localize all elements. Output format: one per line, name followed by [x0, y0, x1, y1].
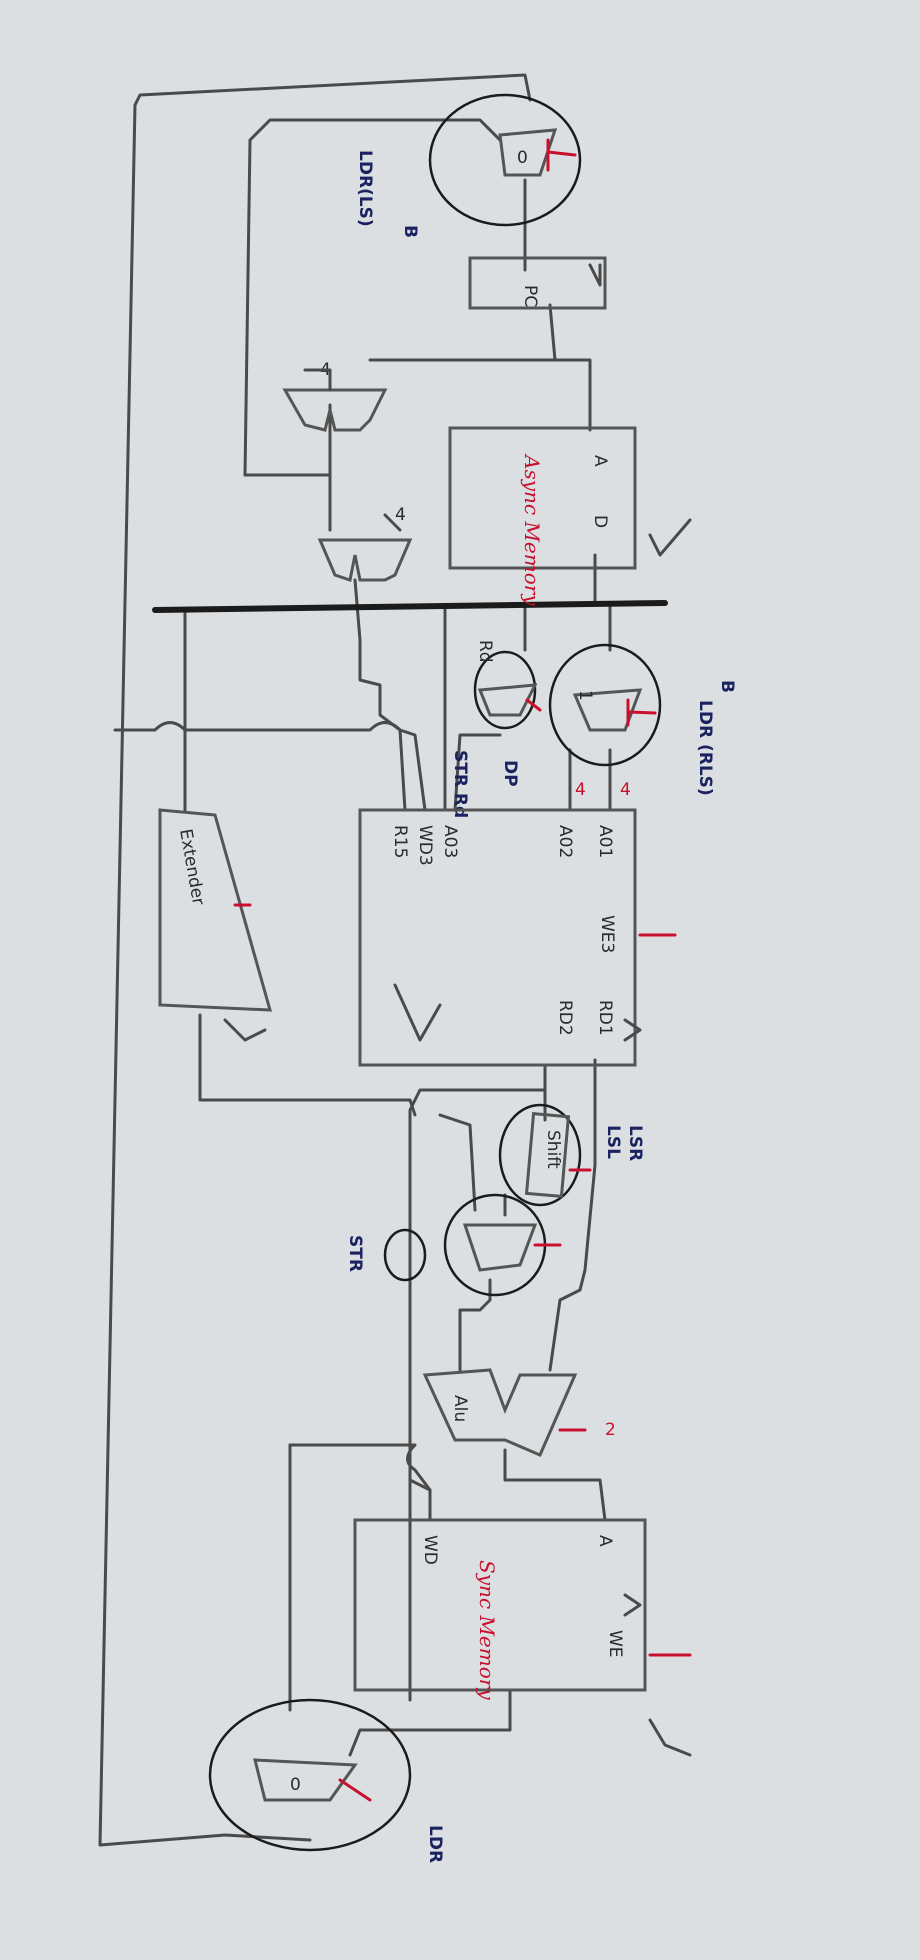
ldr-bottom-label: LDR [425, 1825, 445, 1863]
register-file: A01 A02 A03 WD3 R15 WE3 RD1 RD2 [360, 810, 675, 1065]
rf-port-rd1: RD1 [595, 1000, 615, 1036]
alu: Alu [425, 1370, 585, 1455]
pc-register-label: PC [520, 285, 540, 307]
rf-check [395, 985, 440, 1040]
ldr-mux-bottom-sel: 0 [290, 1775, 301, 1795]
rf-port-a01: A01 [595, 825, 615, 858]
pc-adder-2: 4 [320, 505, 410, 580]
branch-mux-top-b-label: B [400, 225, 420, 238]
lsr-label: LSR [625, 1125, 645, 1161]
dp-mux: Rd DP STR Rd [450, 640, 540, 818]
ldr-mux-bottom-highlight [210, 1700, 410, 1850]
bit-width-a01: 4 [620, 780, 631, 800]
wire-adder2-out [355, 580, 405, 810]
data-memory-port-a: A [595, 1535, 615, 1547]
branch-mux-top-highlight [430, 95, 580, 225]
dp-label: DP [500, 760, 520, 787]
rf-port-r15: R15 [390, 825, 410, 858]
wire-outer-left-rail [100, 75, 530, 1845]
extender: Extender [160, 810, 270, 1040]
srcb-mux-highlight [445, 1195, 545, 1295]
branch-mux-top-ldr-label: LDR(LS) [355, 150, 375, 227]
pc-register: PC [470, 258, 605, 308]
data-memory-port-wd: WD [420, 1535, 440, 1565]
bit-widths: 4 4 2 [575, 780, 631, 1440]
srcb-mux-shape [465, 1225, 535, 1270]
branch-mux-mid-control-tail [628, 712, 655, 713]
wire-dm-rd-to-mux [350, 1690, 510, 1755]
extender-label: Extender [175, 827, 208, 906]
data-memory-clock-mark [625, 1595, 640, 1615]
wire-cross-r15 [115, 723, 425, 811]
branch-mux-mid-one: 1 [575, 690, 595, 701]
str-label: STR [345, 1235, 365, 1272]
instruction-memory-port-a: A [590, 455, 610, 467]
wire-ext-to-mux [440, 1115, 475, 1210]
bit-width-alu: 2 [605, 1420, 616, 1440]
rf-port-wd3: WD3 [415, 825, 435, 866]
data-memory: Sync Memory A WD WE [355, 1520, 690, 1755]
rf-port-a03: A03 [440, 825, 460, 858]
instruction-bus [155, 603, 665, 610]
rf-port-a02: A02 [555, 825, 575, 858]
data-memory-port-we: WE [605, 1630, 625, 1658]
pc-adder-2-shape [320, 540, 410, 580]
shifter-label: Shift [543, 1130, 563, 1169]
str-rd-label: STR Rd [450, 750, 470, 818]
wire-rd2-down [410, 1065, 545, 1490]
instruction-memory: Async Memory A D [450, 428, 690, 606]
instruction-memory-check [650, 520, 690, 555]
pc-adder-2-four: 4 [395, 505, 406, 525]
bit-width-a02: 4 [575, 780, 586, 800]
str-highlight [385, 1230, 425, 1280]
alu-label: Alu [450, 1395, 470, 1422]
rf-port-we3: WE3 [597, 915, 617, 953]
extender-check [225, 1020, 265, 1040]
alu-shape [425, 1370, 575, 1455]
wire-alu-out [505, 1450, 605, 1520]
ldr-mux-bottom: 0 LDR [210, 1700, 445, 1863]
branch-mux-mid: 1 B LDR (RLS) [550, 645, 737, 796]
branch-mux-mid-highlight [550, 645, 660, 765]
instruction-memory-label: Async Memory [520, 453, 544, 606]
shifter: Shift LSR LSL [500, 1105, 645, 1205]
rd-label: Rd [475, 640, 495, 663]
lsl-label: LSL [603, 1125, 623, 1159]
ldr-mux-bottom-control [340, 1780, 370, 1800]
branch-mux-mid-b-label: B [717, 680, 737, 693]
pc-clock-mark [590, 265, 600, 285]
branch-mux-top-control-tail [548, 152, 575, 155]
branch-mux-top: 0 B LDR(LS) [355, 95, 580, 238]
wire-pc-out [550, 305, 590, 430]
rf-port-rd2: RD2 [555, 1000, 575, 1036]
branch-mux-top-sel: 0 [517, 148, 528, 168]
pc-adder-1: 4 [285, 360, 385, 430]
branch-mux-mid-ldr-label: LDR (RLS) [695, 700, 715, 796]
data-memory-check [650, 1720, 690, 1755]
rf-clock-mark [625, 1020, 640, 1040]
wire-rd1-to-alu [550, 1060, 595, 1370]
pc-adder-1-shape [285, 390, 385, 430]
srcb-mux: STR [345, 1195, 560, 1295]
extender-shape [160, 810, 270, 1010]
instruction-memory-port-d: D [590, 515, 610, 528]
data-memory-label: Sync Memory [475, 1560, 499, 1700]
